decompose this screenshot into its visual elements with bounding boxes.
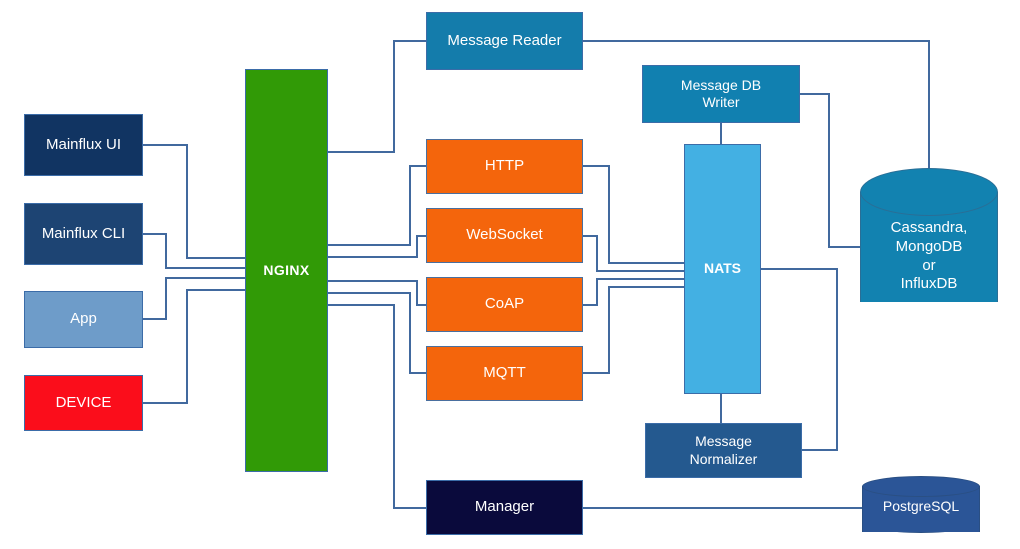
wire-db-writer-to-nosql (800, 93, 860, 248)
node-http[interactable]: HTTP (426, 139, 583, 194)
node-coap-label: CoAP (484, 295, 525, 313)
wire-nginx-to-mqtt (328, 292, 426, 374)
node-app-label: App (70, 310, 97, 328)
wire-nginx-to-http (328, 165, 426, 246)
node-message-reader[interactable]: Message Reader (426, 12, 583, 70)
wire-device-to-nginx (143, 289, 245, 404)
wire-http-to-nats (583, 165, 684, 264)
node-nosql-database-label: Cassandra, MongoDB or InfluxDB (890, 219, 968, 293)
node-nginx[interactable]: NGINX (245, 69, 328, 472)
node-message-db-writer[interactable]: Message DB Writer (642, 65, 800, 123)
node-nosql-database[interactable]: Cassandra, MongoDB or InfluxDB (860, 168, 998, 325)
wire-mqtt-to-nats (583, 286, 684, 374)
node-message-normalizer[interactable]: Message Normalizer (645, 423, 802, 478)
node-nginx-label: NGINX (263, 261, 310, 278)
postgres-cylinder-top (862, 476, 980, 497)
node-device[interactable]: DEVICE (24, 375, 143, 431)
node-message-normalizer-label: Message Normalizer (689, 433, 758, 467)
node-websocket-label: WebSocket (466, 226, 543, 244)
node-manager[interactable]: Manager (426, 480, 583, 535)
wire-nginx-to-message-reader (328, 40, 426, 153)
node-mqtt[interactable]: MQTT (426, 346, 583, 401)
node-app[interactable]: App (24, 291, 143, 348)
wire-nginx-to-manager (328, 304, 426, 509)
node-nats[interactable]: NATS (684, 144, 761, 394)
wire-ui-to-nginx (143, 144, 245, 259)
wire-app-to-nginx (143, 277, 245, 320)
node-http-label: HTTP (484, 157, 525, 175)
node-mainflux-ui-label: Mainflux UI (45, 135, 122, 153)
wire-coap-to-nats (583, 278, 684, 306)
node-message-reader-label: Message Reader (447, 31, 562, 49)
node-postgresql[interactable]: PostgreSQL (862, 476, 980, 542)
node-coap[interactable]: CoAP (426, 277, 583, 332)
node-manager-label: Manager (474, 498, 535, 516)
wire-cli-to-nginx (143, 233, 245, 269)
wire-nginx-to-coap (328, 280, 426, 306)
node-nats-label: NATS (703, 260, 742, 277)
node-postgresql-label: PostgreSQL (882, 498, 960, 514)
node-mainflux-cli-label: Mainflux CLI (41, 224, 126, 242)
node-mqtt-label: MQTT (483, 364, 526, 382)
wire-nginx-to-websocket (328, 235, 426, 258)
node-device-label: DEVICE (55, 393, 112, 411)
node-mainflux-ui[interactable]: Mainflux UI (24, 114, 143, 176)
node-message-db-writer-label: Message DB Writer (680, 76, 762, 110)
node-mainflux-cli[interactable]: Mainflux CLI (24, 203, 143, 265)
nosql-cylinder-top (860, 168, 998, 216)
wire-websocket-to-nats (583, 235, 684, 272)
node-websocket[interactable]: WebSocket (426, 208, 583, 263)
